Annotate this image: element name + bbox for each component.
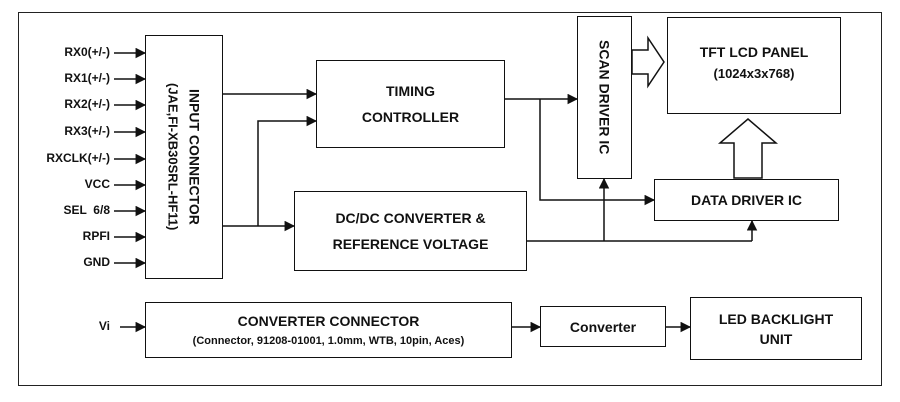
signal-vi: Vi: [98, 319, 110, 333]
input-connector-box: INPUT CONNECTOR (JAE,FI-XB30SRL-HF11): [145, 35, 223, 279]
signal-rxclk: RXCLK(+/-): [46, 151, 110, 165]
timing-controller-box: TIMING CONTROLLER: [316, 60, 505, 148]
signal-gnd: GND: [83, 255, 110, 269]
led-backlight-line2: UNIT: [759, 330, 793, 347]
signal-rx2: RX2(+/-): [64, 97, 110, 111]
data-driver-label: DATA DRIVER IC: [691, 192, 802, 208]
timing-controller-line2: CONTROLLER: [361, 109, 460, 125]
signal-rx3: RX3(+/-): [64, 124, 110, 138]
scan-driver-label: SCAN DRIVER IC: [596, 40, 613, 155]
signal-sel: SEL 6/8: [63, 203, 110, 217]
input-connector-part: (JAE,FI-XB30SRL-HF11): [165, 83, 181, 231]
dcdc-converter-box: DC/DC CONVERTER & REFERENCE VOLTAGE: [294, 191, 527, 271]
dcdc-line2: REFERENCE VOLTAGE: [332, 236, 489, 252]
input-connector-title: INPUT CONNECTOR: [186, 89, 203, 225]
led-backlight-line1: LED BACKLIGHT: [718, 310, 834, 327]
timing-controller-line1: TIMING: [386, 83, 435, 99]
diagram-frame: [18, 12, 882, 386]
dcdc-line1: DC/DC CONVERTER &: [335, 210, 486, 226]
tft-panel-resolution: (1024x3x768): [713, 66, 795, 81]
scan-driver-ic-box: SCAN DRIVER IC: [577, 16, 632, 179]
converter-connector-part: (Connector, 91208-01001, 1.0mm, WTB, 10p…: [192, 335, 465, 347]
converter-connector-title: CONVERTER CONNECTOR: [237, 313, 420, 329]
led-backlight-unit-box: LED BACKLIGHT UNIT: [690, 297, 862, 360]
signal-rx0: RX0(+/-): [64, 45, 110, 59]
signal-vcc: VCC: [84, 177, 110, 191]
tft-panel-title: TFT LCD PANEL: [699, 44, 809, 60]
signal-rx1: RX1(+/-): [64, 71, 110, 85]
signal-rpfi: RPFI: [82, 229, 110, 243]
data-driver-ic-box: DATA DRIVER IC: [654, 179, 839, 221]
converter-box: Converter: [540, 306, 666, 347]
converter-connector-box: CONVERTER CONNECTOR (Connector, 91208-01…: [145, 302, 512, 358]
converter-label: Converter: [569, 318, 637, 335]
tft-lcd-panel-box: TFT LCD PANEL (1024x3x768): [667, 17, 841, 114]
